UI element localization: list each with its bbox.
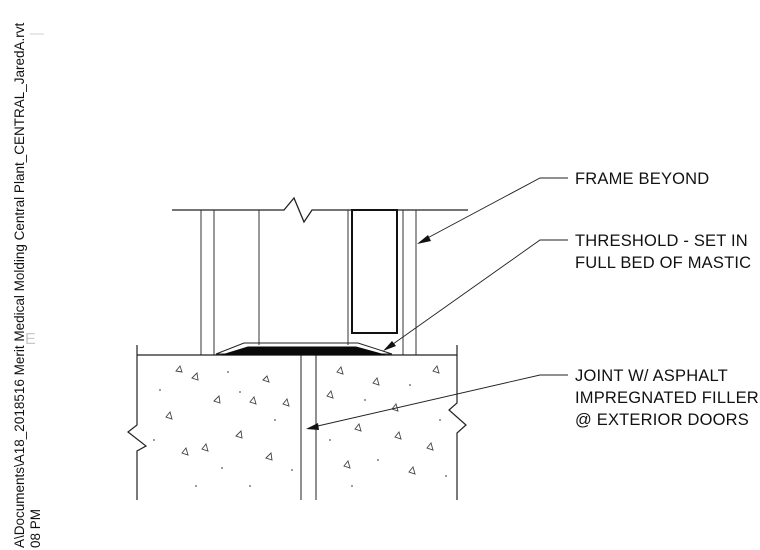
note-joint-line1: JOINT W/ ASPHALT bbox=[575, 367, 728, 385]
concrete-dots bbox=[153, 371, 447, 487]
note-joint-line3: @ EXTERIOR DOORS bbox=[575, 411, 749, 429]
slab-left-edge bbox=[127, 345, 148, 500]
sheet-file-path: A\Documents\A18_2018516 Merit Medical Mo… bbox=[12, 22, 27, 548]
note-frame-beyond-line1: FRAME BEYOND bbox=[575, 170, 710, 188]
frame-break-line bbox=[172, 196, 468, 224]
note-threshold-line1: THRESHOLD - SET IN bbox=[575, 232, 748, 250]
concrete-aggregate bbox=[165, 365, 440, 475]
sheet-print-time: 08 PM bbox=[28, 508, 43, 548]
note-frame-beyond: FRAME BEYOND bbox=[575, 168, 709, 190]
sheet-edge-letter: E bbox=[25, 331, 36, 348]
note-joint-line2: IMPREGNATED FILLER bbox=[575, 389, 759, 407]
note-joint: JOINT W/ ASPHALT IMPREGNATED FILLER @ EX… bbox=[575, 365, 759, 431]
note-threshold: THRESHOLD - SET IN FULL BED OF MASTIC bbox=[575, 230, 751, 274]
leader-joint bbox=[306, 374, 568, 430]
leader-frame-beyond bbox=[417, 177, 568, 244]
frame-beyond bbox=[200, 210, 417, 355]
door-frame-profile bbox=[351, 209, 398, 334]
note-threshold-line2: FULL BED OF MASTIC bbox=[575, 254, 752, 272]
threshold-mastic-bed bbox=[221, 346, 386, 356]
leader-threshold bbox=[383, 239, 568, 351]
slab-right-edge bbox=[448, 345, 467, 500]
